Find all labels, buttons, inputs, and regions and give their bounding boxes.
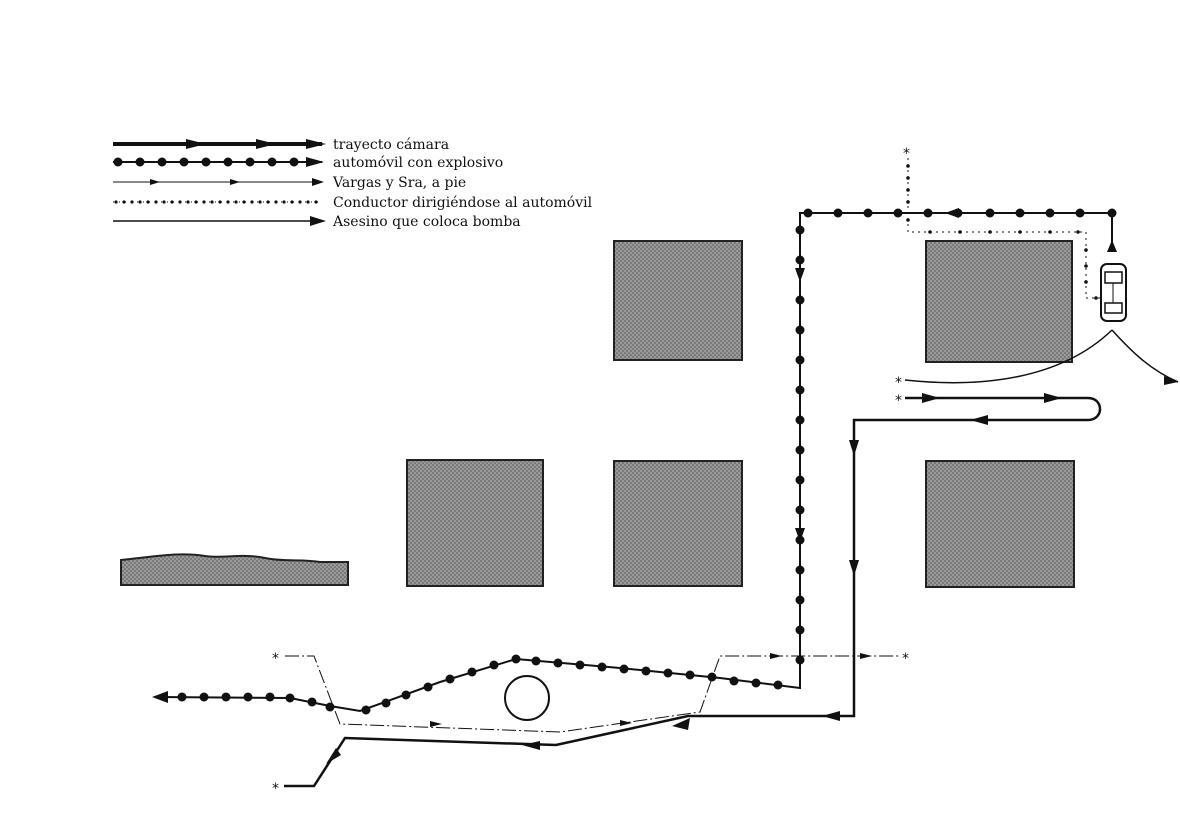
start-marker: *	[895, 375, 902, 391]
legend-label-conductor: Conductor dirigiéndose al automóvil	[333, 195, 593, 211]
start-marker: *	[272, 651, 279, 667]
legend-item-asesino: Asesino que coloca bomba	[113, 214, 521, 230]
start-marker: *	[902, 651, 909, 667]
arrowhead	[1164, 376, 1178, 385]
legend-item-trayecto-camara: trayecto cámara	[113, 137, 449, 153]
city-block	[406, 459, 544, 587]
water-area	[120, 553, 349, 586]
start-marker: *	[895, 393, 902, 409]
city-blocks	[120, 240, 1075, 588]
route-camara-arrows	[326, 393, 1062, 764]
legend-label-camera: trayecto cámara	[333, 137, 449, 153]
city-block	[613, 460, 743, 587]
car-icon	[1100, 263, 1127, 322]
route-conductor	[907, 158, 1104, 299]
legend: trayecto cámara automóvil con explosivo …	[113, 137, 593, 230]
city-block	[925, 460, 1075, 588]
route-conductor-dots	[906, 164, 1098, 300]
legend-label-asesino: Asesino que coloca bomba	[332, 214, 521, 230]
legend-label-car: automóvil con explosivo	[333, 155, 503, 171]
route-vargas	[285, 655, 900, 733]
route-vargas-arrows	[430, 653, 872, 727]
legend-item-vargas: Vargas y Sra, a pie	[113, 175, 466, 191]
city-block	[613, 240, 743, 361]
city-block	[925, 240, 1073, 363]
route-camara	[284, 396, 1102, 788]
legend-label-vargas: Vargas y Sra, a pie	[332, 175, 466, 191]
legend-item-conductor: Conductor dirigiéndose al automóvil	[113, 195, 593, 211]
legend-item-automovil: automóvil con explosivo	[113, 155, 503, 171]
route-asesino	[904, 329, 1179, 384]
route-automovil	[152, 208, 1117, 715]
roundabout-icon	[504, 675, 550, 721]
start-marker: *	[903, 146, 910, 162]
start-marker: *	[272, 781, 279, 797]
